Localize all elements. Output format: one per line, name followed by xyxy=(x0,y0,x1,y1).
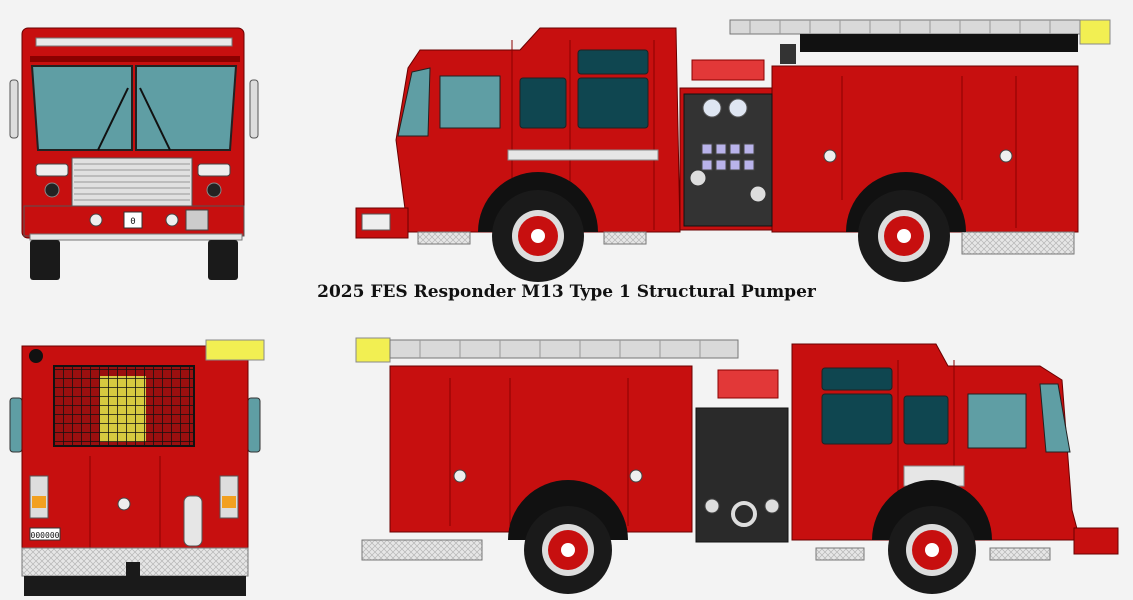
driver-windshield xyxy=(397,67,431,137)
hose-bed-top xyxy=(800,34,1078,52)
passenger-side-view xyxy=(355,337,1119,594)
right-mirror xyxy=(249,79,259,139)
pump-panel-passenger xyxy=(695,407,789,543)
front-view: 0 xyxy=(9,27,259,280)
rear-view: 000000 xyxy=(9,339,265,596)
passenger-cab-window-front xyxy=(967,393,1027,449)
headlight-left xyxy=(35,163,69,177)
rear-plate xyxy=(29,527,61,541)
driver-cab-window-front xyxy=(439,75,501,129)
ladder-top xyxy=(729,19,1083,35)
driver-cab-window-mid xyxy=(519,77,567,129)
headlight-right xyxy=(197,163,231,177)
front-plate xyxy=(123,211,143,229)
passenger-rear-light-yellow xyxy=(355,337,391,363)
rear-light-yellow xyxy=(205,339,265,361)
pump-panel-driver xyxy=(683,93,773,227)
passenger-front-bumper xyxy=(1073,527,1119,555)
fire-extinguisher xyxy=(183,495,203,547)
driver-cab-window-rear xyxy=(577,77,649,129)
rear-light-yellow-top xyxy=(1079,19,1111,45)
lightbar xyxy=(35,37,233,47)
rear-plate-text: 000000 xyxy=(31,531,60,540)
passenger-windshield xyxy=(1039,383,1071,453)
front-tire-right xyxy=(208,240,238,280)
hose-roll xyxy=(691,59,765,81)
passenger-hose-roll xyxy=(717,369,779,399)
left-mirror xyxy=(9,79,19,139)
passenger-cab-window-rear xyxy=(821,393,893,445)
page-title: 2025 FES Responder M13 Type 1 Structural… xyxy=(0,282,1133,302)
windshield-left xyxy=(30,65,133,151)
windshield-right xyxy=(135,65,238,151)
cargo-net xyxy=(54,366,194,446)
page-title-text: 2025 FES Responder M13 Type 1 Structural… xyxy=(311,282,822,302)
front-tire-left xyxy=(30,240,60,280)
passenger-ladder xyxy=(389,339,739,359)
rear-tires xyxy=(24,576,246,596)
driver-side-view xyxy=(355,19,1111,282)
passenger-cab-window-mid xyxy=(903,395,949,445)
front-plate-text: 0 xyxy=(130,217,135,227)
